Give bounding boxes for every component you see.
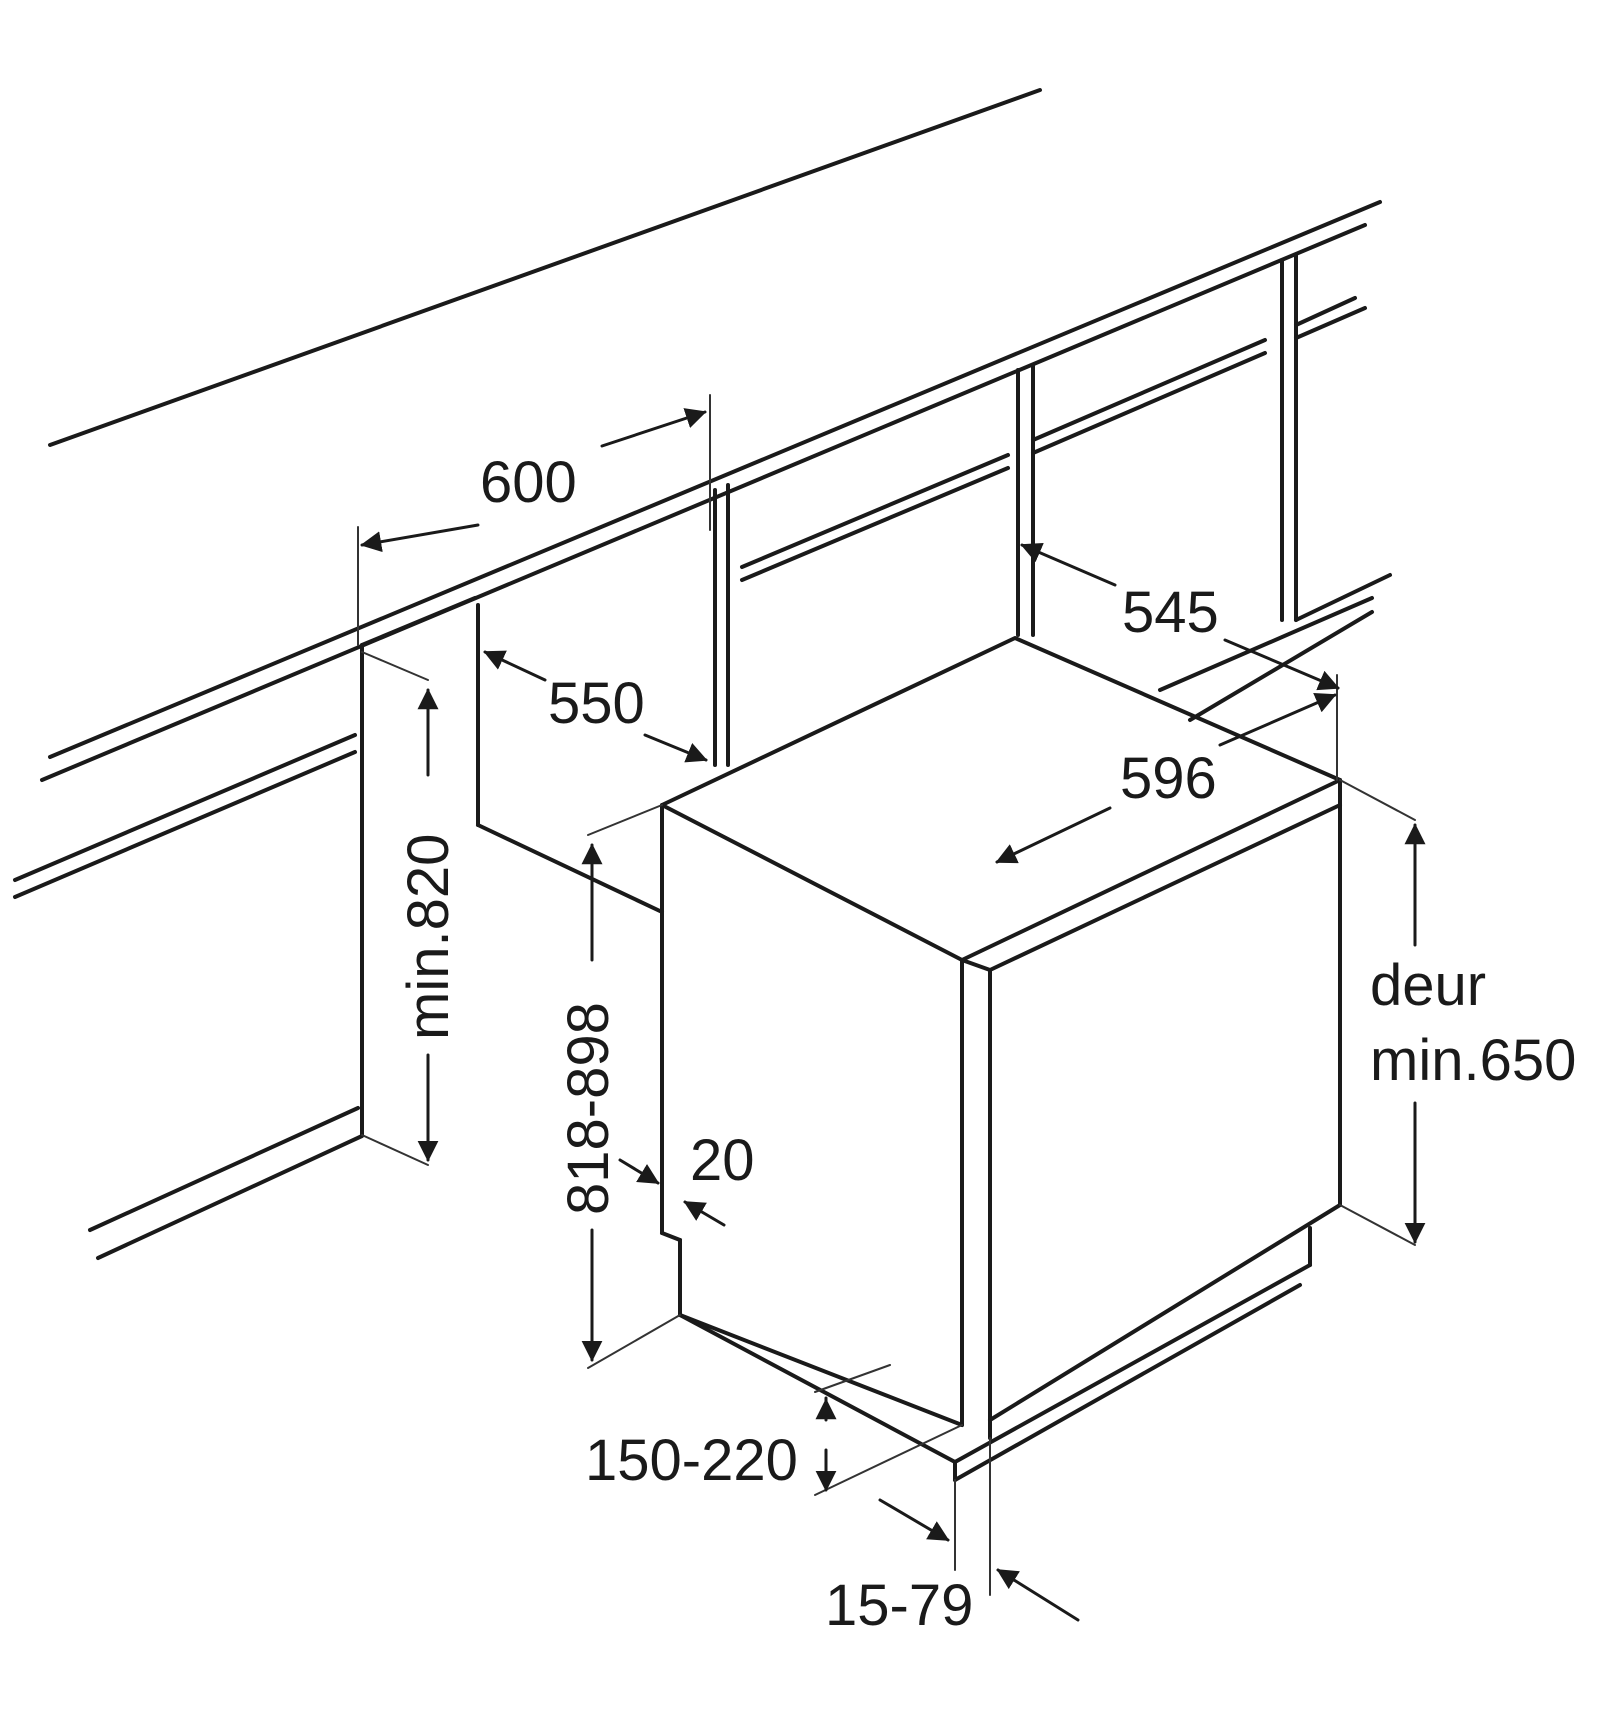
left-cabinet [13, 596, 477, 1260]
label-door-min650: min.650 [1370, 1028, 1576, 1093]
label-opening-550: 550 [548, 671, 645, 736]
label-width-600: 600 [480, 450, 577, 515]
label-height-min820: min.820 [396, 834, 461, 1040]
right-cabinets [1031, 253, 1392, 722]
label-plinth-150-220: 150-220 [585, 1428, 798, 1493]
label-door-word: deur [1370, 953, 1486, 1018]
dimension-arrows [360, 408, 1426, 1622]
label-height-818-898: 818-898 [556, 1002, 621, 1215]
extension-lines [357, 394, 1416, 1596]
label-gap-20: 20 [690, 1128, 755, 1193]
label-offset-15-79: 15-79 [825, 1573, 973, 1638]
label-width-596: 596 [1120, 746, 1217, 811]
dishwasher [660, 636, 1342, 1482]
niche [476, 363, 1035, 914]
wall-lines [40, 88, 1382, 782]
label-depth-545: 545 [1122, 580, 1219, 645]
